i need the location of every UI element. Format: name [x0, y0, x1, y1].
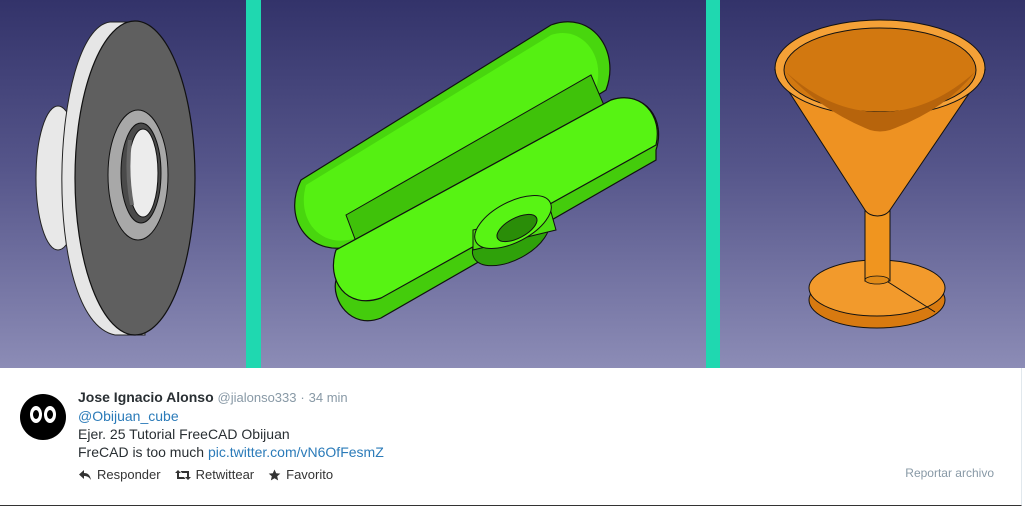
- pic-link[interactable]: pic.twitter.com/vN6OfFesmZ: [207, 444, 384, 460]
- separator: ·: [300, 390, 305, 405]
- reply-icon: [79, 469, 91, 480]
- tweet-text-line-2: FreCAD is too much pic.twitter.com/vN6Of…: [78, 443, 998, 461]
- favorite-label: Favorito: [286, 467, 334, 482]
- tweet-text-line-mention: @Obijuan_cube: [78, 407, 998, 425]
- author-name[interactable]: Jose Ignacio Alonso: [78, 389, 214, 405]
- reply-label: Responder: [97, 467, 161, 482]
- model-view-grey-pulley[interactable]: [0, 0, 246, 368]
- author-handle[interactable]: @jialonso333: [217, 390, 297, 405]
- grey-pulley-drawing: [35, 20, 196, 336]
- green-pulley-drawing: [294, 21, 660, 322]
- report-media-link[interactable]: Reportar archivo: [905, 466, 994, 480]
- avatar[interactable]: [20, 394, 66, 440]
- model-view-orange-glass[interactable]: [720, 0, 1025, 368]
- reply-button[interactable]: Responder: [78, 467, 161, 482]
- tweet-text-line-1: Ejer. 25 Tutorial FreeCAD Obijuan: [78, 426, 290, 442]
- tweet-header: Jose Ignacio Alonso @jialonso333 · 34 mi…: [78, 388, 998, 407]
- tweet-content: Jose Ignacio Alonso @jialonso333 · 34 mi…: [78, 388, 998, 461]
- retweet-icon: [174, 469, 191, 480]
- avatar-eye-left: [30, 406, 42, 423]
- tweet-media[interactable]: [0, 0, 1025, 368]
- star-icon: [268, 469, 281, 480]
- tweet-card: Jose Ignacio Alonso @jialonso333 · 34 mi…: [0, 368, 1022, 506]
- retweet-button[interactable]: Retwittear: [174, 467, 255, 482]
- model-view-green-pulley[interactable]: [261, 0, 706, 368]
- avatar-eye-right: [44, 406, 56, 423]
- tweet-actions: Responder Retwittear Favorito: [78, 467, 347, 482]
- orange-glass-drawing: [774, 19, 986, 329]
- retweet-label: Retwittear: [195, 467, 255, 482]
- favorite-button[interactable]: Favorito: [268, 467, 333, 482]
- tweet-time[interactable]: 34 min: [308, 390, 348, 405]
- mention-link[interactable]: @Obijuan_cube: [78, 408, 179, 424]
- tweet-text-line-2-text: FreCAD is too much: [78, 444, 205, 460]
